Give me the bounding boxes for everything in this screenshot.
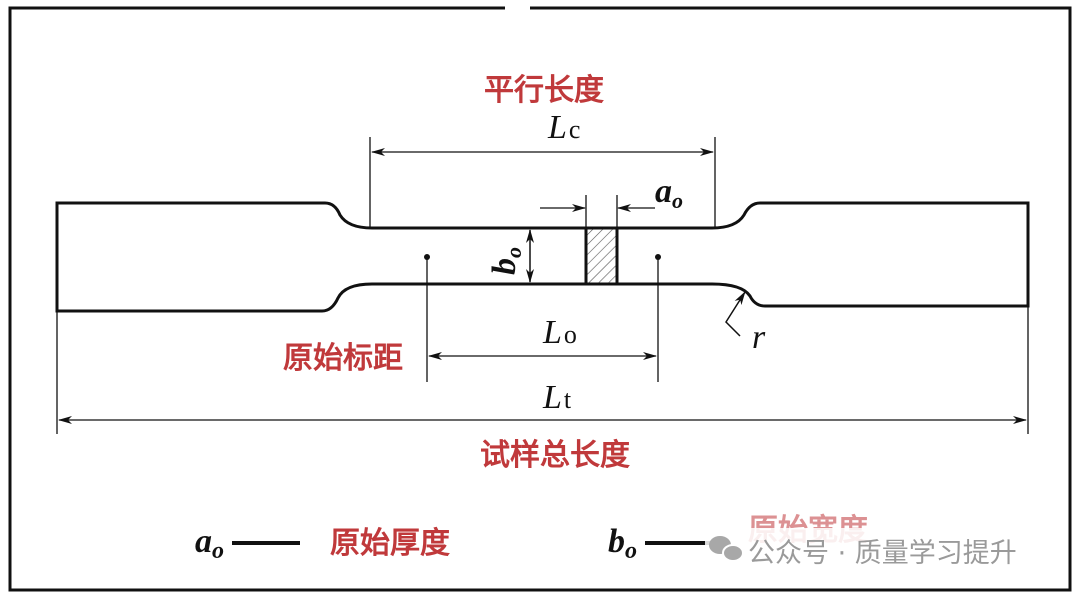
lc-symbol: Lc — [547, 109, 580, 146]
cross-section-hatch — [584, 226, 619, 286]
lo-symbol: Lo — [542, 314, 577, 351]
gauge-mark-left — [424, 254, 430, 260]
gauge-mark-right — [655, 254, 661, 260]
wechat-icon — [709, 536, 744, 562]
dimension-lo — [426, 257, 659, 382]
lt-symbol: Lt — [542, 379, 572, 416]
specimen-outline — [55, 201, 1030, 313]
legend-original-thickness: 原始厚度 — [330, 526, 450, 561]
dimension-a0 — [540, 195, 655, 228]
outer-frame — [8, 6, 1072, 592]
total-length-label: 试样总长度 — [480, 438, 630, 473]
legend-b0-symbol: bo — [608, 523, 637, 564]
original-gauge-length-label: 原始标距 — [283, 341, 403, 376]
legend-a0-symbol: ao — [195, 523, 224, 564]
watermark-text: 公众号 · 质量学习提升 — [748, 538, 1017, 569]
parallel-length-label: 平行长度 — [484, 73, 604, 108]
dimension-lt — [56, 306, 1029, 434]
a0-symbol: ao — [655, 173, 683, 213]
radius-leader — [725, 291, 746, 337]
dimension-lc — [369, 137, 716, 228]
b0-symbol: bo — [486, 247, 526, 275]
r-symbol: r — [752, 319, 766, 356]
